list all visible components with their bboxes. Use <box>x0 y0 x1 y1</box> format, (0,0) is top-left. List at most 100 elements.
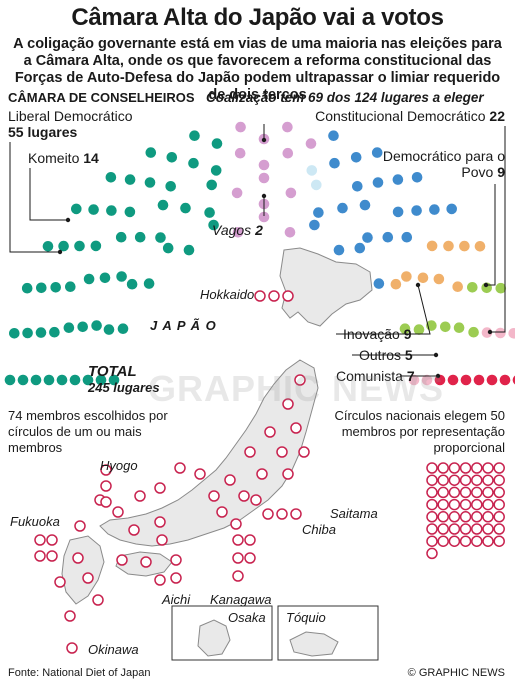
national-seat <box>448 511 461 523</box>
national-seat <box>437 498 449 511</box>
seat-komeito <box>258 172 270 184</box>
seat-liberal-democr-tico <box>87 203 100 216</box>
seat-liberal-democr-tico <box>56 374 68 386</box>
seat-liberal-democr-tico <box>124 173 137 186</box>
seat-inova-o <box>453 321 465 334</box>
national-seat <box>482 474 494 486</box>
seat-liberal-democr-tico <box>154 231 167 244</box>
national-seat <box>426 535 438 547</box>
national-seat <box>493 523 505 535</box>
constituency-seat <box>216 506 228 518</box>
constituency-seat <box>290 422 302 434</box>
constituency-seat <box>74 520 86 532</box>
communist-label: Comunista 7 <box>336 368 415 384</box>
seat-liberal-democr-tico <box>165 151 178 164</box>
constituency-seat <box>282 398 294 410</box>
national-seat <box>482 462 494 474</box>
constituency-seat <box>174 462 186 474</box>
place-saitama: Saitama <box>330 506 378 521</box>
constituency-seat <box>232 570 244 582</box>
seat-liberal-democr-tico <box>95 374 107 386</box>
seat-liberal-democr-tico <box>70 202 83 215</box>
seat-democr-tico-para-o-povo <box>389 278 402 291</box>
japan-map <box>61 247 373 605</box>
constituency-seat <box>268 290 280 302</box>
seat-liberal-democr-tico <box>21 282 34 295</box>
seat-liberal-democr-tico <box>73 240 86 252</box>
constituency-circles <box>34 290 370 654</box>
seat-komeito <box>232 226 244 239</box>
constituency-seat <box>264 426 276 438</box>
subtitle: A coligação governante está em vias de u… <box>13 36 502 103</box>
national-seat <box>482 511 494 523</box>
watermark: GRAPHIC NEWS <box>148 368 445 409</box>
national-seat <box>448 462 461 474</box>
constituency-seat <box>282 468 294 480</box>
constituency-seat <box>112 506 124 518</box>
national-seat <box>437 535 449 547</box>
seat-democr-tico-para-o-povo <box>417 271 429 284</box>
vacant-label: Vagos 2 <box>212 222 263 238</box>
seat-komeito <box>234 147 247 160</box>
seat-constitucional-democr-tico <box>308 219 321 231</box>
national-seat <box>493 486 505 499</box>
total-label: TOTAL <box>88 363 137 380</box>
seat-liberal-democr-tico <box>211 137 223 150</box>
seat-democr-tico-para-o-povo <box>474 240 486 253</box>
national-seat <box>448 474 461 486</box>
osaka-inset-shape <box>197 619 231 657</box>
constituency-seat <box>46 550 58 562</box>
national-seat <box>448 486 461 499</box>
constituency-seat <box>100 480 112 492</box>
national-seat <box>437 523 449 535</box>
place-aichi: Aichi <box>162 592 191 607</box>
seat-constitucional-democr-tico <box>372 277 385 290</box>
seat-liberal-democr-tico <box>43 374 55 386</box>
seat-outros <box>408 374 420 386</box>
seat-liberal-democr-tico <box>49 281 62 294</box>
national-seat <box>448 523 461 535</box>
constituency-seat <box>154 482 166 494</box>
national-seat <box>471 498 483 511</box>
seat-liberal-democr-tico <box>126 278 139 291</box>
seat-constitucional-democr-tico <box>350 151 363 164</box>
national-seat <box>482 523 494 535</box>
constituency-seat <box>128 524 140 536</box>
seat-liberal-democr-tico <box>144 176 156 189</box>
place-hokkaido: Hokkaido <box>200 287 255 302</box>
constituency-seat <box>64 610 76 622</box>
national-seat <box>426 547 438 560</box>
place-osaka: Osaka <box>228 610 266 625</box>
seat-liberal-democr-tico <box>164 180 177 193</box>
seat-liberal-democr-tico <box>76 320 89 333</box>
seat-comunista <box>512 374 515 386</box>
seat-constitucional-democr-tico <box>391 173 404 186</box>
constituency-seat <box>238 490 250 502</box>
place-kanagawa: Kanagawa <box>210 592 272 607</box>
coalition-heading: Coalização tem 69 dos 124 lugares a eleg… <box>206 90 484 105</box>
seat-liberal-democr-tico <box>90 239 102 252</box>
seat-vagos <box>310 178 323 191</box>
komeito-label: Komeito 14 <box>28 150 99 166</box>
leader-dot <box>487 329 493 335</box>
seat-vagos <box>305 164 318 177</box>
constituency-seat <box>82 572 94 584</box>
seat-democr-tico-para-o-povo <box>400 270 413 283</box>
seat-liberal-democr-tico <box>42 240 54 253</box>
constituency-seat <box>276 446 288 458</box>
right-note: Círculos nacionais elegem 50 membros por… <box>334 408 505 455</box>
leader-dot <box>415 282 421 288</box>
tokyo-inset-shape <box>289 631 339 657</box>
national-seat <box>482 486 494 499</box>
seat-outros <box>421 374 433 386</box>
leader-dot <box>483 282 489 288</box>
national-seat <box>426 511 438 523</box>
seat-liberal-democr-tico <box>21 327 34 339</box>
national-seat <box>471 523 483 535</box>
seat-constitucional-democr-tico <box>336 202 349 214</box>
seat-liberal-democr-tico <box>162 242 175 254</box>
seat-liberal-democr-tico <box>183 244 195 256</box>
seat-democr-tico-para-o-povo <box>451 280 464 293</box>
